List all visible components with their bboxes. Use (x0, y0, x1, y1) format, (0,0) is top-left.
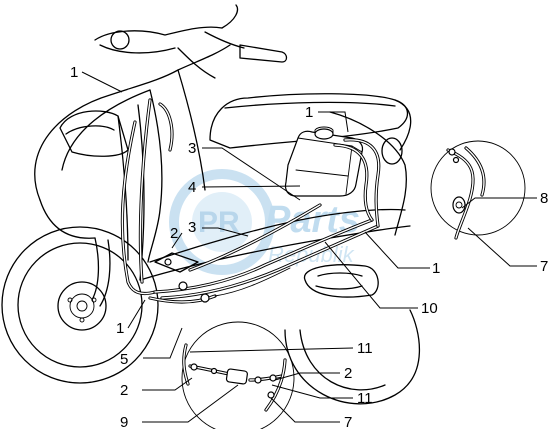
callout-9: 9 (120, 414, 128, 429)
callout-2: 2 (170, 225, 178, 242)
detail-circle-fuel-filter (181, 321, 295, 434)
callout-7: 7 (540, 258, 548, 275)
callout-4: 4 (188, 179, 196, 196)
callout-2: 2 (120, 382, 128, 399)
rear-wheel (284, 309, 421, 405)
fuel-hoses (120, 98, 381, 304)
callout-10: 10 (421, 300, 438, 317)
callout-1: 1 (70, 64, 78, 81)
leader-lines (81, 71, 537, 423)
callout-1: 1 (116, 320, 124, 337)
callout-11: 11 (357, 390, 373, 407)
callout-8: 8 (540, 190, 548, 207)
callout-7: 7 (344, 414, 352, 429)
callout-labels: 1 1 1 1 2 2 2 3 3 4 5 7 7 8 9 10 11 11 (70, 64, 548, 431)
callout-2: 2 (344, 365, 352, 382)
callout-3: 3 (188, 140, 196, 157)
callout-11: 11 (357, 340, 373, 357)
callout-1: 1 (305, 104, 313, 121)
detail-circle-fuel-tap (430, 140, 526, 240)
watermark-text: Parts (265, 199, 360, 241)
callout-3: 3 (188, 219, 196, 236)
muffler (303, 264, 379, 298)
callout-1: 1 (432, 260, 440, 277)
callout-5: 5 (120, 351, 128, 368)
front-wheel (1, 226, 159, 384)
svg-text:PR: PR (198, 206, 240, 239)
